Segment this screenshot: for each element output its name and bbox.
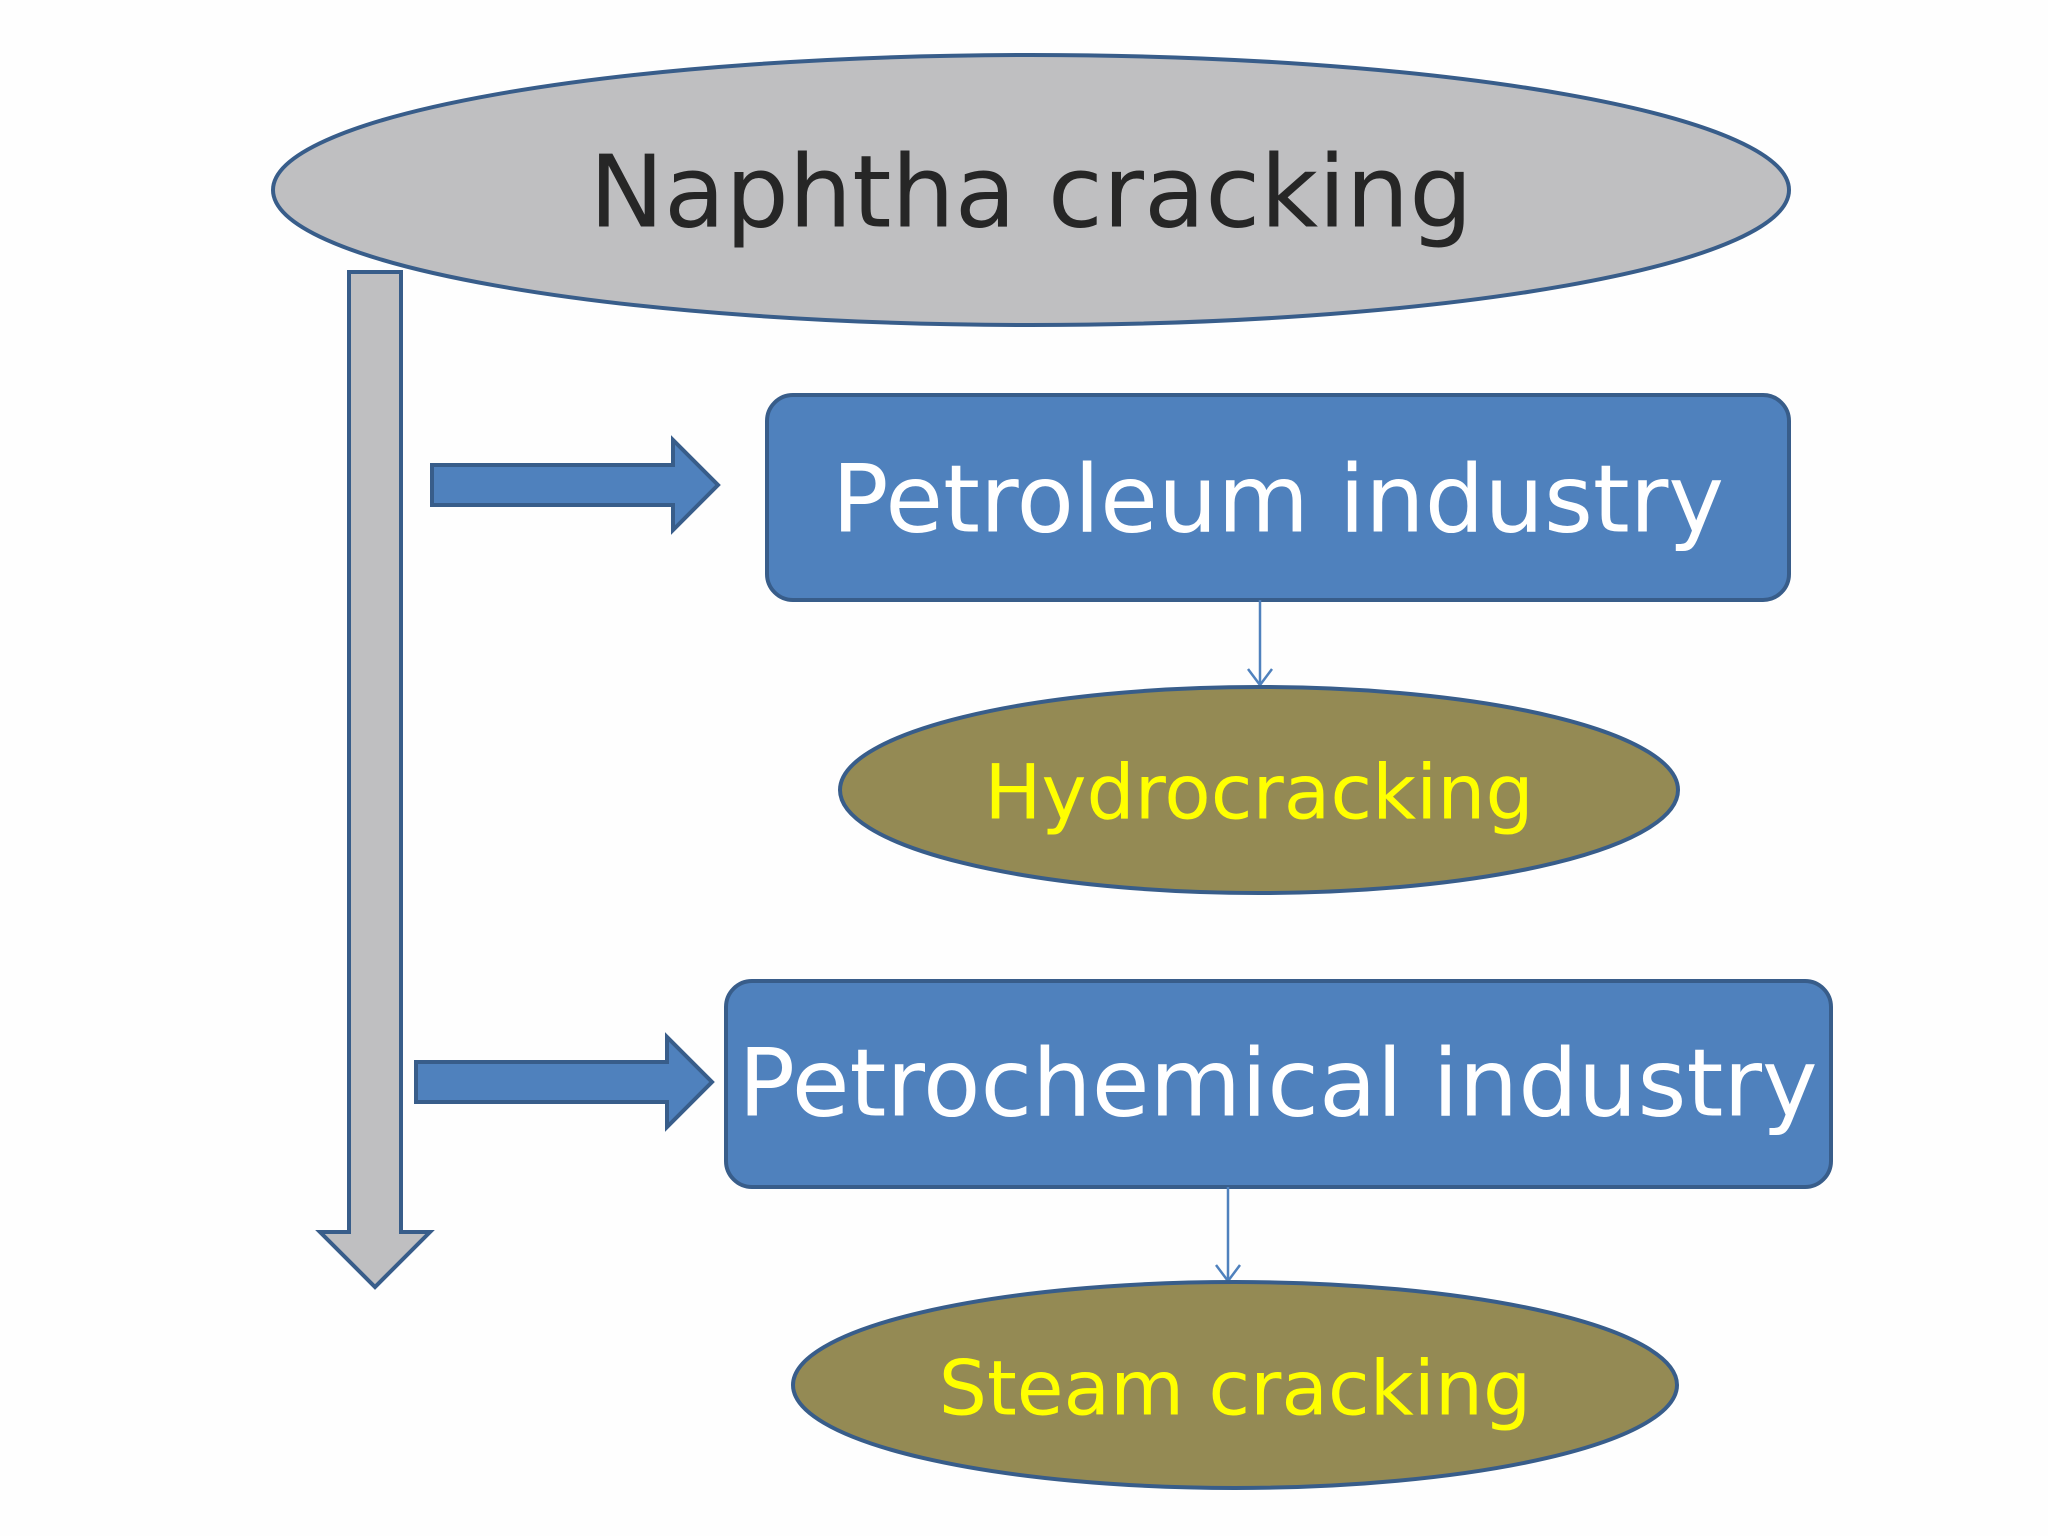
hydrocracking-label: Hydrocracking bbox=[984, 748, 1533, 837]
connector-arrowhead-1 bbox=[1247, 668, 1273, 688]
steam-cracking-label: Steam cracking bbox=[939, 1344, 1532, 1433]
steam-cracking-ellipse bbox=[791, 1280, 1679, 1490]
branch-arrow-petroleum bbox=[430, 435, 721, 535]
petrochemical-industry-label: Petrochemical industry bbox=[738, 1030, 1817, 1139]
root-ellipse bbox=[271, 53, 1791, 327]
petroleum-industry-label: Petroleum industry bbox=[832, 446, 1724, 555]
trunk-down-arrow bbox=[315, 270, 435, 1290]
hydrocracking-ellipse bbox=[838, 685, 1680, 895]
branch-arrow-petrochemical bbox=[414, 1032, 715, 1132]
petrochemical-industry-box bbox=[724, 979, 1833, 1189]
petroleum-industry-box bbox=[765, 393, 1791, 602]
root-label: Naphtha cracking bbox=[589, 134, 1473, 251]
